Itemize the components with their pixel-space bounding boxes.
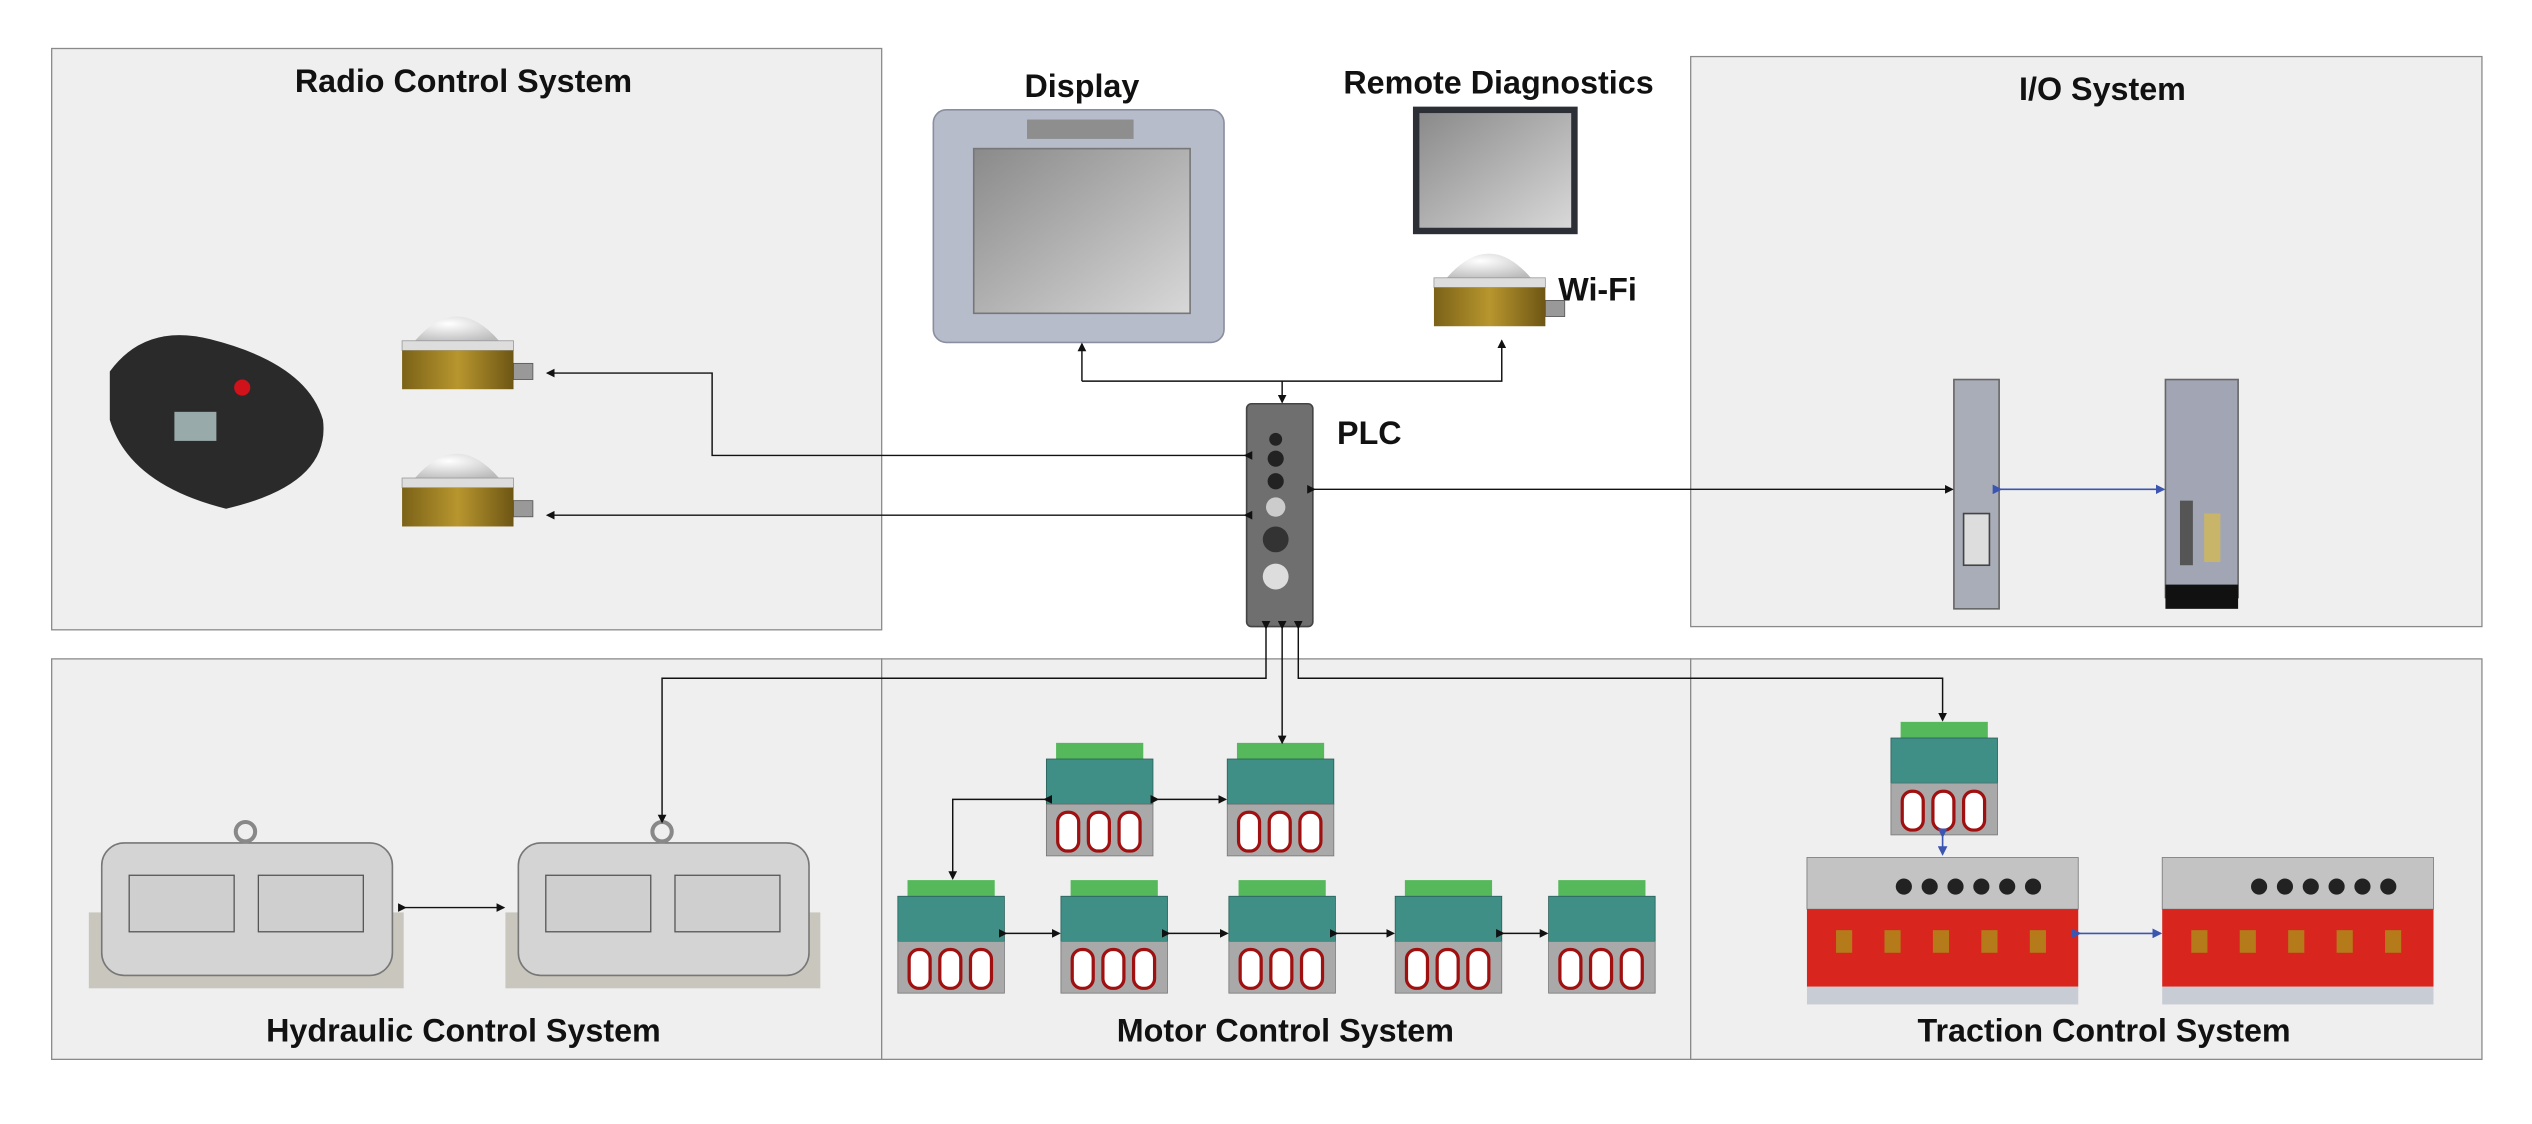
display-device (932, 109, 1225, 344)
motor-title: Motor Control System (1117, 1013, 1454, 1049)
motor-module-bottom-5 (1546, 878, 1657, 995)
io-title: I/O System (2019, 71, 2186, 107)
motor-module-bottom-1 (896, 878, 1007, 995)
wifi-antenna (1433, 252, 1566, 328)
traction-title: Traction Control System (1918, 1013, 2291, 1049)
display-title: Display (1024, 68, 1139, 104)
remote-diagnostics-title: Remote Diagnostics (1343, 65, 1653, 101)
motor-module-top-1 (1044, 741, 1155, 858)
hydraulic-title: Hydraulic Control System (266, 1013, 661, 1049)
motor-module-bottom-3 (1227, 878, 1338, 995)
traction-unit-1 (1806, 856, 2080, 1006)
remote-diagnostics-monitor (1412, 106, 1578, 235)
wifi-label: Wi-Fi (1558, 271, 1637, 307)
plc-label: PLC (1337, 415, 1402, 451)
motor-module-top-2 (1225, 741, 1336, 858)
hydraulic-unit-1 (89, 822, 404, 988)
io-module-2 (2164, 378, 2239, 609)
plc-unit (1245, 402, 1314, 628)
motor-module-bottom-2 (1059, 878, 1170, 995)
connections (398, 339, 2166, 939)
io-panel (1690, 55, 2483, 628)
motor-module-bottom-4 (1393, 878, 1504, 995)
traction-controller-module (1889, 720, 2000, 837)
hydraulic-unit-2 (505, 822, 820, 988)
motor-panel (881, 658, 1692, 1061)
traction-unit-2 (2161, 856, 2435, 1006)
radio-title: Radio Control System (295, 63, 632, 99)
radio-remote-controller (109, 335, 324, 509)
io-module-1 (1953, 378, 2000, 610)
